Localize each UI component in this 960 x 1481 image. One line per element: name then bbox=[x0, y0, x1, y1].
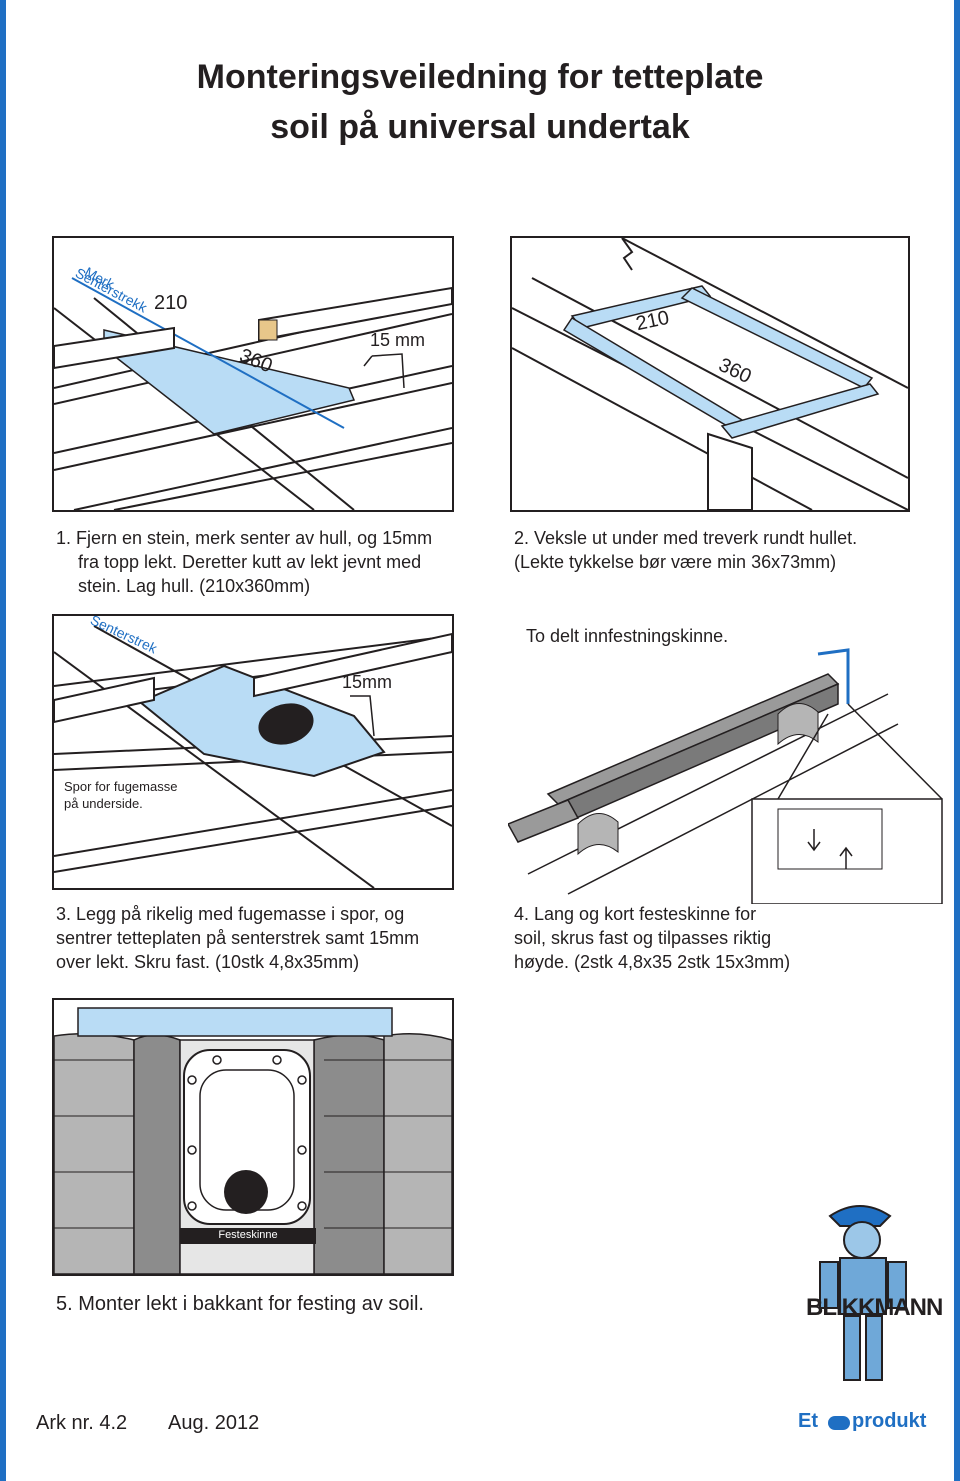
step3-label-spor-line: Spor for fugemasse bbox=[64, 779, 178, 794]
footer-date: Aug. 2012 bbox=[168, 1412, 260, 1434]
step3-caption-line: 3. Legg på rikelig med fugemasse i spor,… bbox=[56, 904, 405, 924]
logo-tagline-produkt: produkt bbox=[852, 1410, 927, 1432]
step3-caption-line: over lekt. Skru fast. (10stk 4,8x35mm) bbox=[56, 952, 360, 972]
step5-label-festeskinne: Festeskinne bbox=[218, 1229, 278, 1241]
step1-caption-line: 1. Fjern en stein, merk senter av hull, … bbox=[56, 528, 433, 548]
step2-caption-line: 2. Veksle ut under med treverk rundt hul… bbox=[514, 528, 858, 548]
footer-ark: Ark nr. 4.2 bbox=[36, 1412, 128, 1434]
logo-mark-icon bbox=[828, 1416, 850, 1430]
page-edge-right bbox=[954, 0, 960, 1481]
logo-brand: BLIKKMANN bbox=[806, 1294, 943, 1321]
step5-caption: 5. Monter lekt i bakkant for festing av … bbox=[56, 1293, 424, 1315]
step3-illustration: Senterstrek 15mm Spor for fugemasse på u… bbox=[52, 614, 454, 890]
step1-caption-line: fra topp lekt. Deretter kutt av lekt jev… bbox=[78, 552, 422, 572]
step4-caption: 4. Lang og kort festeskinne for soil, sk… bbox=[514, 902, 790, 974]
logo-tagline-et: Et bbox=[798, 1410, 818, 1432]
step1-caption: 1. Fjern en stein, merk senter av hull, … bbox=[56, 526, 432, 598]
step3-dim-15mm: 15mm bbox=[342, 672, 393, 692]
step4-caption-line: 4. Lang og kort festeskinne for bbox=[514, 904, 757, 924]
blikkmann-logo: BLIKKMANN Et produkt bbox=[790, 1196, 943, 1446]
step3-label-spor: Spor for fugemasse på underside. bbox=[64, 778, 177, 812]
step2-caption: 2. Veksle ut under med treverk rundt hul… bbox=[514, 526, 857, 574]
step4-illustration: To delt innfestningskinne. bbox=[506, 614, 948, 905]
step2-caption-line: (Lekte tykkelse bør være min 36x73mm) bbox=[514, 552, 837, 572]
step4-caption-line: høyde. (2stk 4,8x35 2stk 15x3mm) bbox=[514, 952, 791, 972]
step1-caption-line: stein. Lag hull. (210x360mm) bbox=[78, 576, 311, 596]
step3-label-spor-line: på underside. bbox=[64, 796, 143, 811]
step4-label-innfestningskinne: To delt innfestningskinne. bbox=[526, 626, 729, 646]
step1-illustration: Merk Senterstrekk 210 360 15 mm bbox=[52, 236, 454, 512]
step1-dim-210: 210 bbox=[154, 292, 188, 314]
step1-dim-15mm: 15 mm bbox=[370, 330, 426, 350]
step2-illustration: 210 360 bbox=[510, 236, 910, 512]
page-title-line2: soil på universal undertak bbox=[270, 108, 690, 146]
step3-caption-line: sentrer tetteplaten på senterstrek samt … bbox=[56, 928, 420, 948]
step4-caption-line: soil, skrus fast og tilpasses riktig bbox=[514, 928, 772, 948]
page-edge-left bbox=[0, 0, 6, 1481]
step5-illustration: Festeskinne bbox=[52, 998, 454, 1276]
step3-caption: 3. Legg på rikelig med fugemasse i spor,… bbox=[56, 902, 419, 974]
page-title-line1: Monteringsveiledning for tetteplate bbox=[196, 58, 764, 96]
